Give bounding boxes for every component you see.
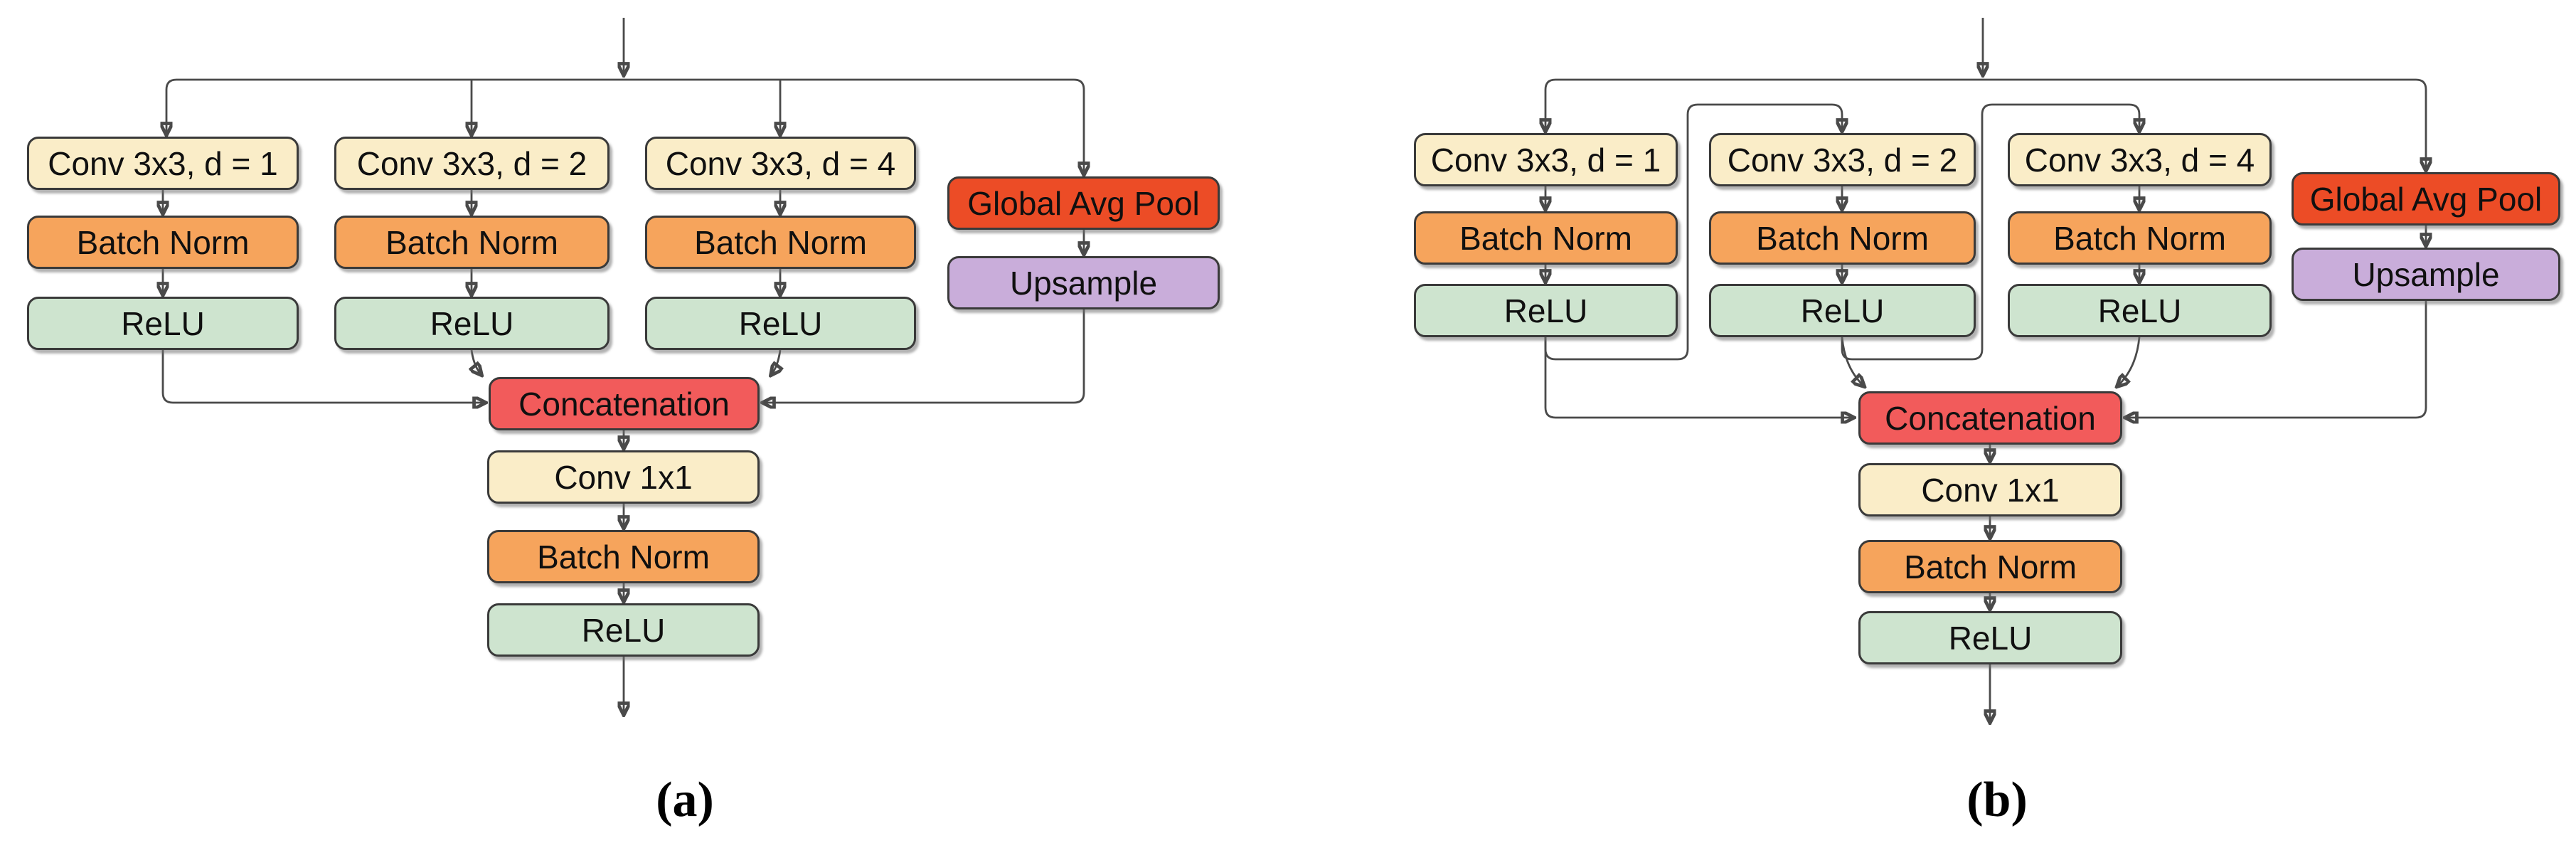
b-conv-3x3-d2: Conv 3x3, d = 2 (1709, 133, 1976, 186)
b-batch-norm-1: Batch Norm (1414, 211, 1678, 265)
edge-b-cascade-relu1-conv2 (1544, 103, 1842, 361)
edge-b-relu2-concat (1841, 336, 1863, 386)
b-conv-1x1: Conv 1x1 (1858, 463, 2122, 516)
a-concatenation: Concatenation (489, 377, 760, 430)
edge-b-split-to-conv1 (1545, 78, 1983, 130)
a-batch-norm-2: Batch Norm (334, 216, 610, 269)
b-batch-norm-2: Batch Norm (1709, 211, 1976, 265)
edge-b-relu1-concat (1544, 337, 1853, 418)
edge-a-split-to-pool (624, 78, 1084, 174)
b-concatenation: Concatenation (1858, 391, 2122, 445)
a-conv-3x3-d4: Conv 3x3, d = 4 (645, 137, 916, 190)
b-relu-2: ReLU (1709, 284, 1976, 337)
edge-b-relu3-concat (2118, 336, 2141, 386)
a-relu-3: ReLU (645, 297, 916, 350)
b-head-relu: ReLU (1858, 611, 2122, 664)
b-upsample: Upsample (2292, 248, 2560, 301)
edge-b-upsample-concat (2127, 301, 2427, 418)
b-global-avg-pool: Global Avg Pool (2292, 172, 2560, 226)
a-conv-3x3-d1: Conv 3x3, d = 1 (27, 137, 299, 190)
edge-a-relu1-concat (161, 350, 484, 403)
b-relu-3: ReLU (2008, 284, 2272, 337)
a-head-relu: ReLU (487, 603, 760, 657)
edge-a-relu2-concat (472, 349, 481, 374)
a-relu-2: ReLU (334, 297, 610, 350)
a-batch-norm-3: Batch Norm (645, 216, 916, 269)
b-head-batch-norm: Batch Norm (1858, 540, 2122, 593)
edge-a-split-to-conv1 (166, 78, 624, 134)
a-conv-1x1: Conv 1x1 (487, 450, 760, 504)
caption-b: (b) (1966, 773, 2028, 827)
a-global-avg-pool: Global Avg Pool (947, 176, 1220, 230)
b-relu-1: ReLU (1414, 284, 1678, 337)
caption-a: (a) (656, 773, 714, 827)
edge-a-relu3-concat (772, 349, 780, 374)
b-conv-3x3-d4: Conv 3x3, d = 4 (2008, 133, 2272, 186)
a-head-batch-norm: Batch Norm (487, 530, 760, 583)
b-batch-norm-3: Batch Norm (2008, 211, 2272, 265)
a-relu-1: ReLU (27, 297, 299, 350)
a-conv-3x3-d2: Conv 3x3, d = 2 (334, 137, 610, 190)
edge-a-upsample-concat (764, 309, 1085, 403)
a-upsample: Upsample (947, 256, 1220, 309)
b-conv-3x3-d1: Conv 3x3, d = 1 (1414, 133, 1678, 186)
a-batch-norm-1: Batch Norm (27, 216, 299, 269)
edge-b-split-to-pool (1983, 78, 2426, 169)
